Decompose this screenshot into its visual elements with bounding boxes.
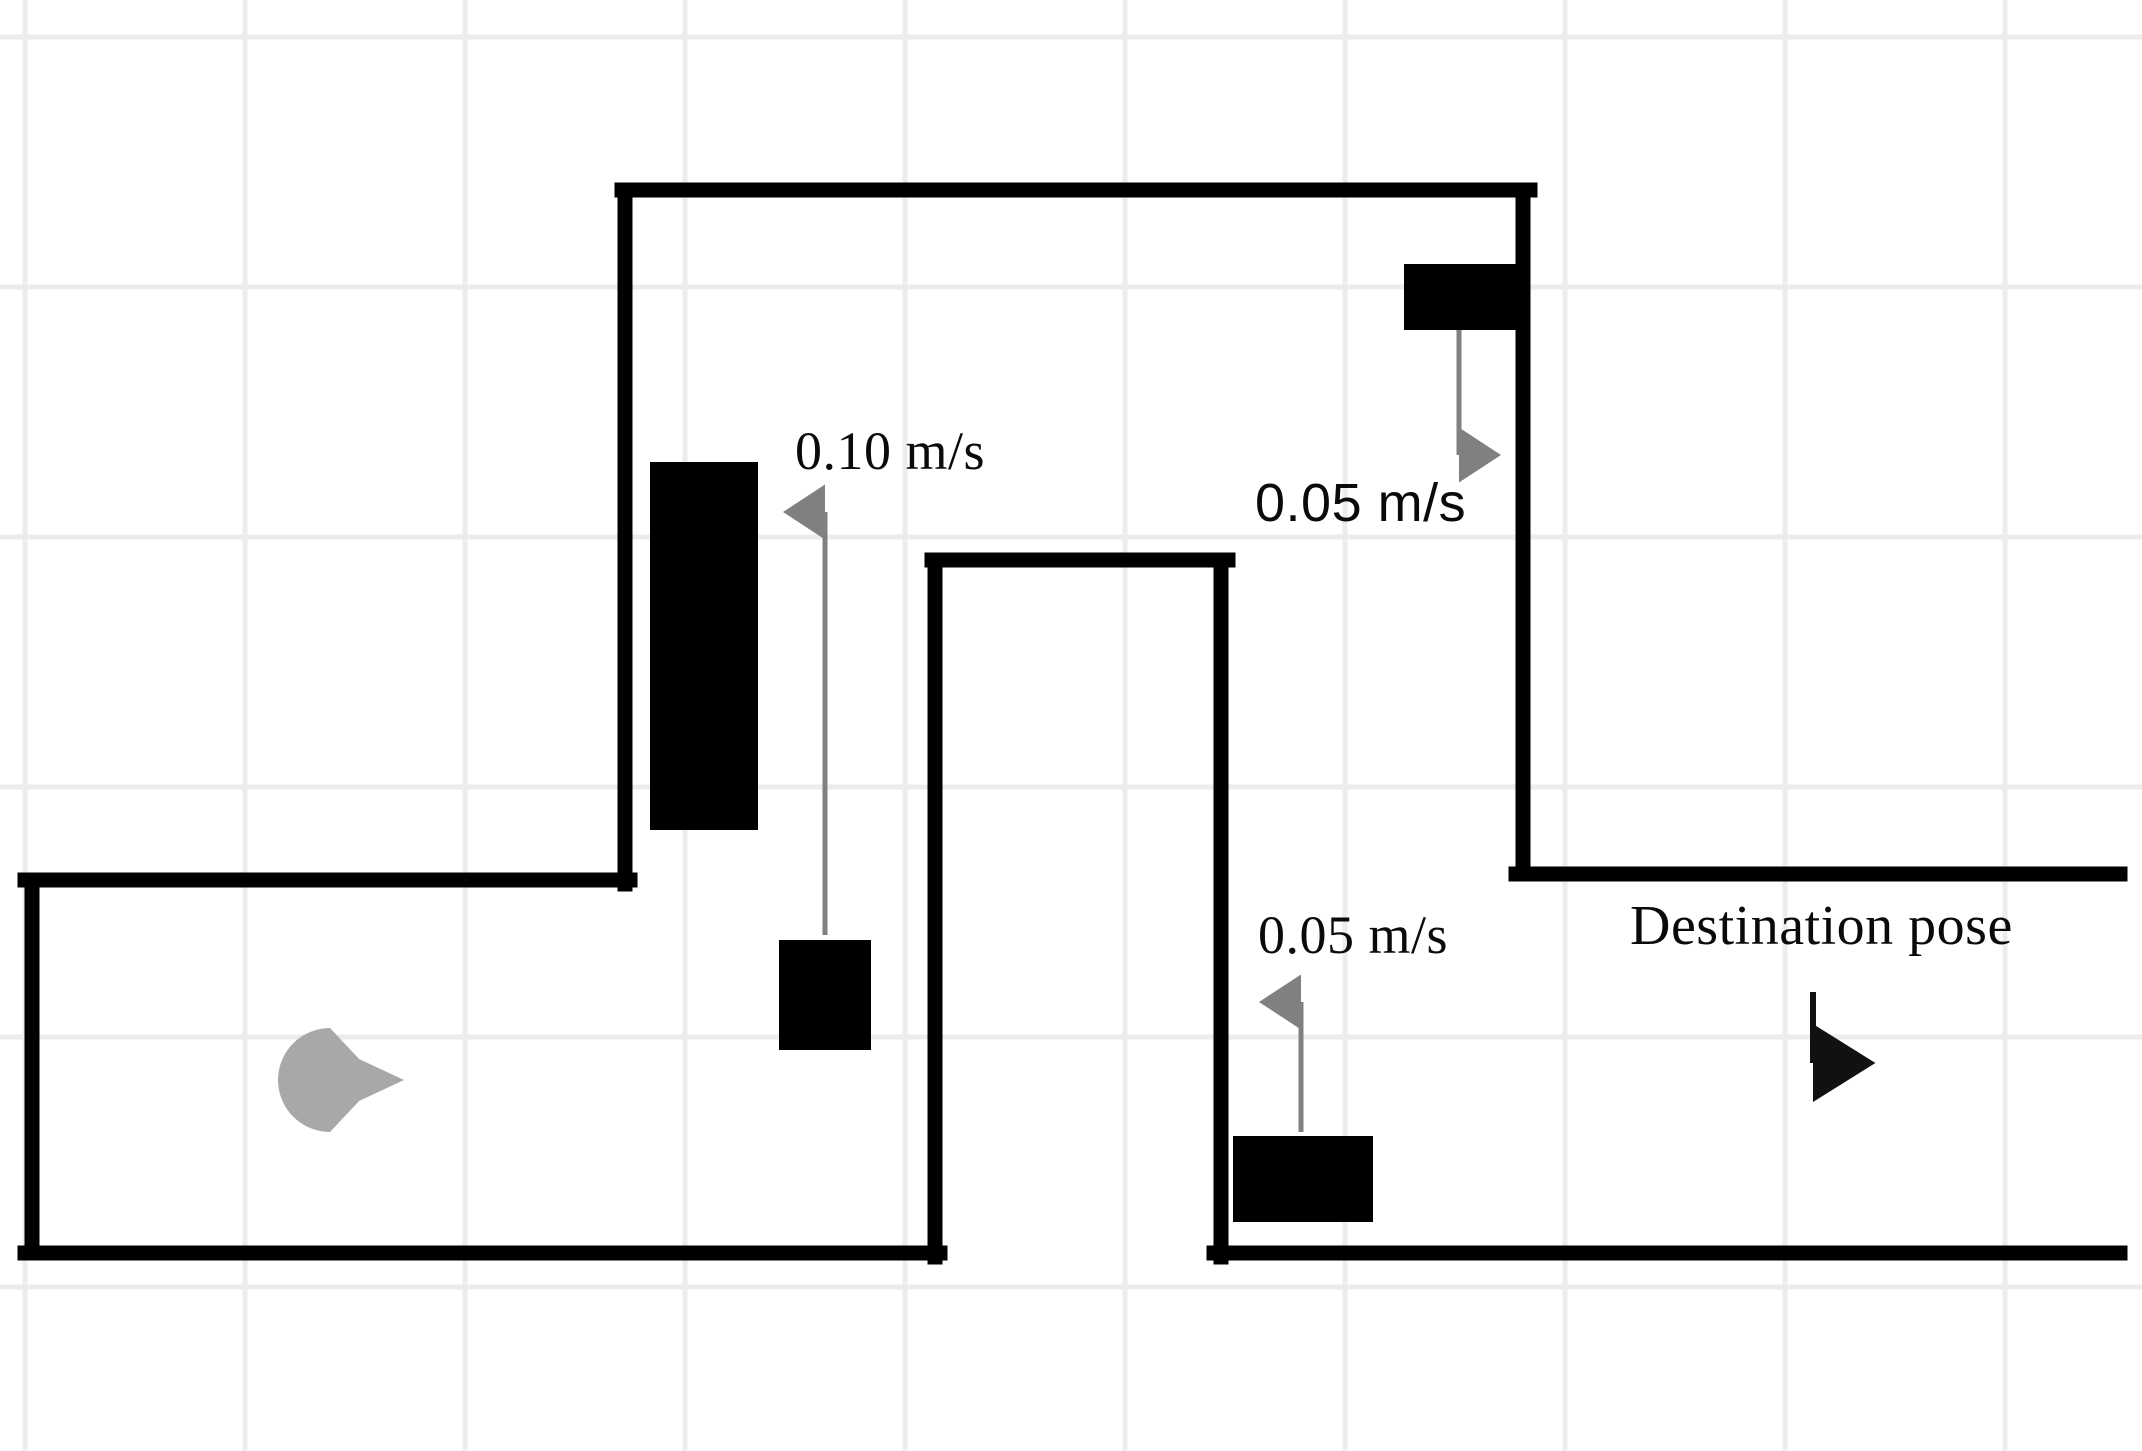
obstacle-square-left xyxy=(779,940,871,1050)
obstacle-rectangles xyxy=(650,264,1524,1222)
grid-vertical-lines xyxy=(22,0,2008,1451)
obstacle-bottom-right xyxy=(1233,1136,1373,1222)
robot-body xyxy=(278,1028,404,1132)
obstacle-top-right xyxy=(1404,264,1524,330)
grid-horizontal-lines xyxy=(0,34,2142,1290)
velocity-arrows xyxy=(783,330,1876,1132)
velocity-label-top-right: 0.05 m/s xyxy=(1255,473,1467,533)
wall-segments xyxy=(17,182,2128,1265)
destination-pose-label: Destination pose xyxy=(1630,895,2013,957)
robot-pose-marker xyxy=(278,1028,404,1132)
obstacle-tall-left xyxy=(650,462,758,830)
velocity-label-left: 0.10 m/s xyxy=(795,421,986,481)
velocity-label-bottom-right: 0.05 m/s xyxy=(1258,905,1449,965)
